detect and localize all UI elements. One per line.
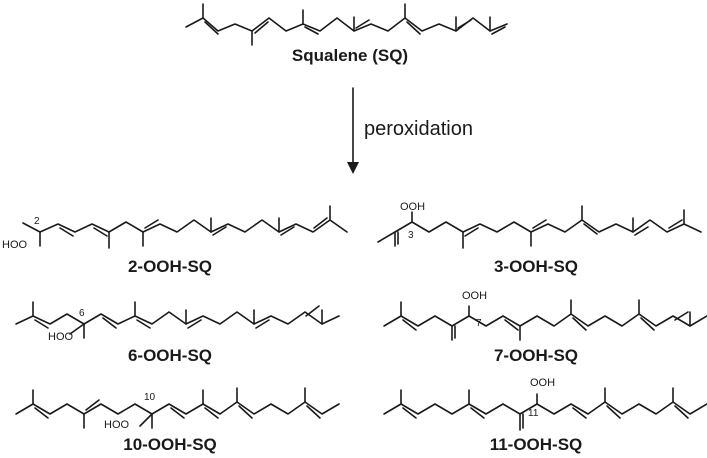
structure-6-ooh-sq (15, 301, 340, 339)
label-7-ooh-sq: 7-OOH-SQ (494, 346, 578, 365)
hydroperoxy-group-2: HOO (2, 239, 28, 251)
carbon-number-10: 10 (144, 392, 156, 403)
hydroperoxy-group-3: OOH (400, 201, 425, 213)
reaction-label: peroxidation (364, 118, 473, 140)
hydroperoxy-group-7: OOH (462, 290, 487, 302)
structure-10-ooh-sq (15, 387, 340, 429)
hydroperoxy-group-6: HOO (48, 331, 74, 343)
carbon-number-7: 7 (476, 318, 482, 329)
label-10-ooh-sq: 10-OOH-SQ (123, 435, 217, 454)
label-6-ooh-sq: 6-OOH-SQ (128, 346, 212, 365)
label-11-ooh-sq: 11-OOH-SQ (490, 435, 583, 454)
hydroperoxy-group-11: OOH (530, 377, 555, 389)
carbon-number-11: 11 (528, 408, 539, 419)
carbon-number-3: 3 (408, 230, 414, 241)
squalene-label: Squalene (SQ) (292, 46, 408, 65)
structure-3-ooh-sq (377, 205, 702, 249)
hydroperoxy-group-10: HOO (104, 419, 130, 431)
structure-11-ooh-sq (383, 387, 707, 431)
label-3-ooh-sq: 3-OOH-SQ (494, 257, 578, 276)
structure-7-ooh-sq (383, 299, 707, 341)
structure-2-ooh-sq (22, 205, 348, 249)
squalene-structure (185, 3, 508, 46)
label-2-ooh-sq: 2-OOH-SQ (128, 257, 212, 276)
carbon-number-2: 2 (34, 216, 40, 227)
carbon-number-6: 6 (79, 308, 85, 319)
